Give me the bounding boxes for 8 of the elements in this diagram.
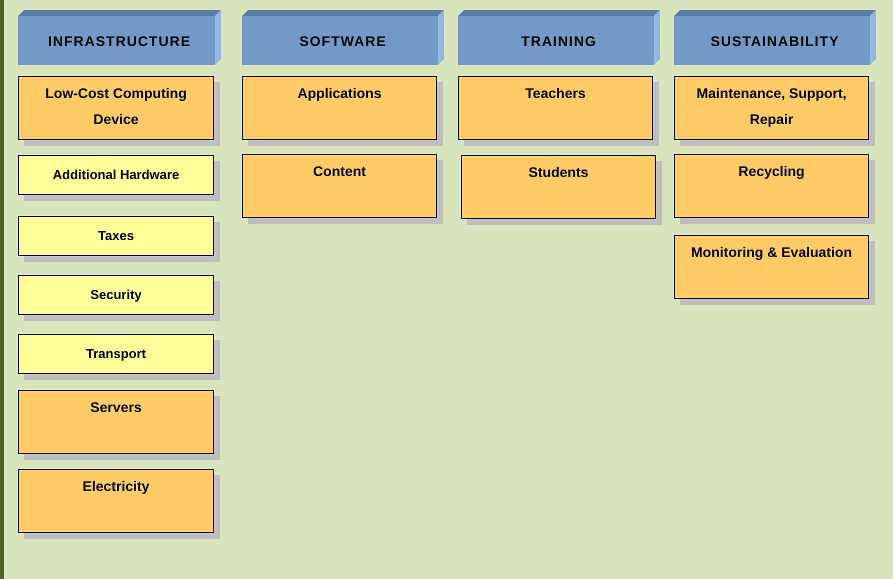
header-label: SOFTWARE xyxy=(299,32,387,48)
header-block xyxy=(458,10,660,65)
header-block xyxy=(674,10,876,65)
header-label: INFRASTRUCTURE xyxy=(48,32,192,48)
header-label: SUSTAINABILITY xyxy=(710,32,840,48)
header-block xyxy=(18,10,221,65)
header-label: TRAINING xyxy=(521,32,597,48)
header-block xyxy=(242,10,444,65)
